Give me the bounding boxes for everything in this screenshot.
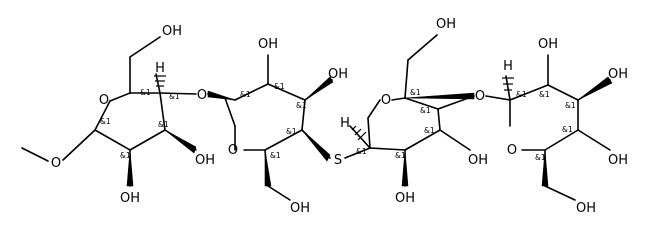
sulfur-label: S [334,153,342,168]
stereo-descriptor: &1 [535,153,546,162]
stereo-descriptor: &1 [539,90,550,99]
stereo-descriptor: &1 [274,82,285,91]
hydroxyl-label: OH [608,153,628,168]
stereo-descriptor: &1 [120,151,131,160]
methoxy-oxygen-label: O [51,156,61,171]
stereo-descriptor: &1 [286,127,297,136]
stereo-descriptor: &1 [562,125,573,134]
ring-oxygen-label: O [99,93,109,108]
hydroxyl-label: OH [258,37,278,52]
hydroxyl-label: OH [120,191,140,206]
hydroxyl-label: OH [162,24,182,39]
hydroxyl-label: OH [328,67,348,82]
stereo-descriptor: &1 [356,147,367,156]
wedge-bonds [126,76,613,187]
stereo-descriptor: &1 [270,151,281,160]
stereo-descriptor: &1 [100,117,111,126]
stereo-descriptor: &1 [410,88,421,97]
glycosidic-oxygen-label: O [475,89,485,104]
hydroxyl-label: OH [576,201,596,216]
ring-a [21,36,197,187]
hydroxyl-label: OH [195,153,215,168]
hydrogen-label: H [340,116,350,131]
hydrogen-label: H [503,59,513,74]
ring-oxygen-label: O [507,143,517,158]
stereo-descriptor: &1 [516,90,527,99]
ring-oxygen-label: O [228,143,238,158]
atom-labels: O O OH OH OH H O O OH OH OH S O H OH OH … [51,17,628,216]
ring-c [344,34,475,187]
ring-d [485,54,611,201]
hashed-bonds [154,75,514,141]
stereo-descriptor: &1 [395,151,406,160]
stereo-descriptor: &1 [565,101,576,110]
stereo-descriptor: &1 [296,101,307,110]
hydroxyl-label: OH [468,153,488,168]
hydroxyl-label: OH [538,37,558,52]
stereo-descriptor: &1 [140,88,151,97]
stereo-labels: &1 &1 &1 &1 &1 &1 &1 &1 &1 &1 &1 &1 &1 &… [100,82,576,162]
hydroxyl-label: OH [290,201,310,216]
stereo-descriptor: &1 [169,92,180,101]
hydrogen-label: H [155,61,165,76]
stereo-descriptor: &1 [240,90,251,99]
hydroxyl-label: OH [436,17,456,32]
hydroxyl-label: OH [395,191,415,206]
ring-oxygen-label: O [381,93,391,108]
stereo-descriptor: &1 [158,120,169,129]
stereo-descriptor: &1 [420,106,431,115]
hydroxyl-label: OH [608,67,628,82]
glycosidic-oxygen-label: O [197,88,207,103]
stereo-descriptor: &1 [424,126,435,135]
